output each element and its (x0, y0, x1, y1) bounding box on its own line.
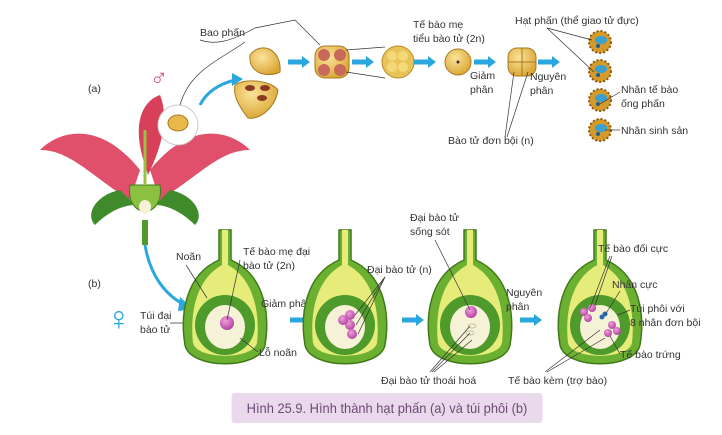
anther-icon (249, 47, 281, 76)
label-generative-nucleus: Nhân sinh sản (621, 125, 688, 137)
label-degenerated: Đại bào tử thoái hoá (381, 375, 476, 387)
label-tube-nucleus-1: Nhân tế bào (621, 84, 678, 96)
figure-caption: Hình 25.9. Hình thành hạt phấn (a) và tú… (231, 393, 543, 423)
label-embryo-sac-1: Túi phôi với (630, 303, 685, 315)
male-symbol-icon: ♂ (150, 65, 168, 92)
ovule-stage-2-icon (302, 229, 388, 365)
pollen-grain-icon (588, 30, 612, 54)
label-meiosis-a-1: Giảm (470, 70, 495, 82)
label-surviving-1: Đại bào tử (410, 212, 459, 224)
label-polar-nuclei: Nhân cực (612, 279, 658, 291)
flower-illustration (40, 95, 250, 245)
label-surviving-2: sống sót (410, 226, 450, 238)
label-meiosis-a-2: phân (470, 84, 494, 96)
arrow-icon (288, 56, 310, 68)
label-egg: Tế bào trứng (620, 349, 681, 361)
label-antipodal: Tế bào đối cực (598, 243, 668, 255)
label-embryo-sac-2: 8 nhân đơn bội (630, 317, 701, 329)
label-mitosis-a-2: phân (530, 85, 554, 97)
part-a-marker: (a) (88, 83, 101, 95)
label-haploid-spores: Bào tử đơn bội (n) (448, 135, 534, 147)
label-microspore-mother-2: tiểu bào tử (2n) (413, 33, 485, 45)
label-megaspore-mother-2: bào tử (2n) (243, 260, 295, 272)
label-pollen: Hạt phấn (thể giao tử đực) (515, 15, 639, 27)
label-mitosis-a-1: Nguyên (530, 71, 566, 83)
label-microspore-mother-1: Tế bào mẹ (413, 19, 463, 31)
label-micropyle: Lỗ noãn (259, 346, 297, 359)
label-ovule: Noãn (176, 251, 201, 263)
label-megaspores: Đại bào tử (n) (367, 264, 432, 276)
label-synergids: Tế bào kèm (trợ bào) (508, 375, 607, 387)
label-tube-nucleus-2: ống phấn (621, 98, 665, 110)
label-mitosis-b-2: phân (506, 301, 530, 313)
flow-arrow (198, 78, 236, 106)
label-megaspore-mother-1: Tế bào mẹ đại (243, 246, 310, 258)
label-megasporangium-2: bào tử (140, 324, 170, 336)
anther-cross-section-icon (314, 45, 350, 79)
part-b-marker: (b) (88, 278, 101, 290)
microspore-mass-icon (381, 45, 415, 79)
label-mitosis-b-1: Nguyên (506, 287, 542, 299)
ovule-stage-3-icon (427, 229, 513, 365)
label-meiosis-b: Giảm phân (261, 298, 313, 310)
female-symbol-icon: ♀ (106, 300, 132, 338)
label-megasporangium-1: Túi đại (140, 310, 172, 322)
anther-callout-line (179, 41, 246, 106)
tetrad-icon (507, 47, 537, 77)
label-anther: Bao phấn (200, 27, 245, 39)
